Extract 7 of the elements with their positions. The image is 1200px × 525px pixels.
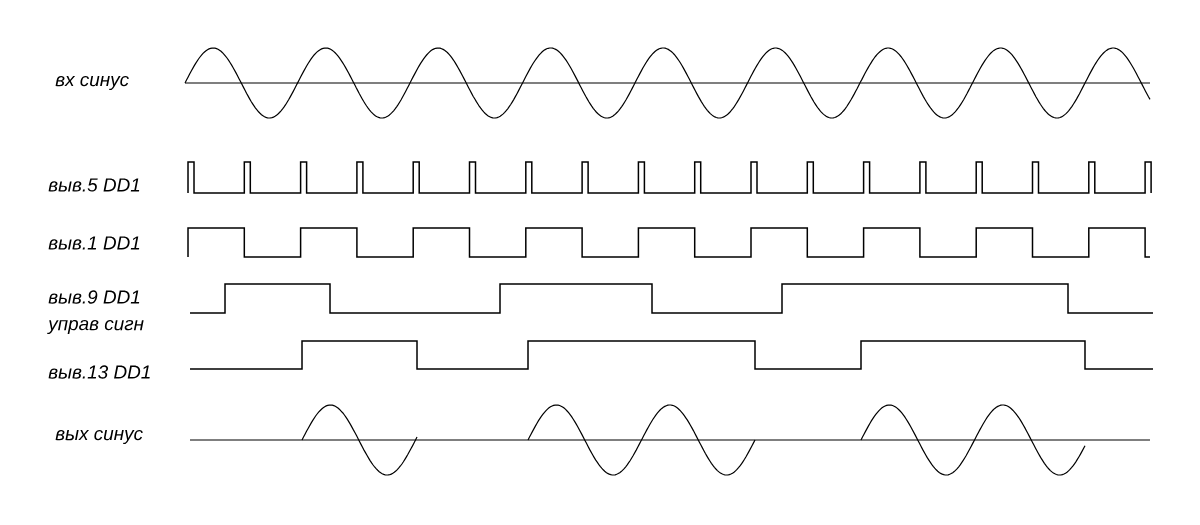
signal-label: выв.1 DD1	[48, 236, 140, 250]
signal-label: выв.5 DD1	[48, 178, 140, 192]
signal-label: управ сигн	[47, 319, 144, 335]
signal-label: выв.9 DD1	[48, 290, 140, 304]
signal-label: вых синус	[55, 429, 143, 445]
signal-label: вх синус	[55, 75, 129, 91]
signal-label: выв.13 DD1	[48, 365, 150, 379]
